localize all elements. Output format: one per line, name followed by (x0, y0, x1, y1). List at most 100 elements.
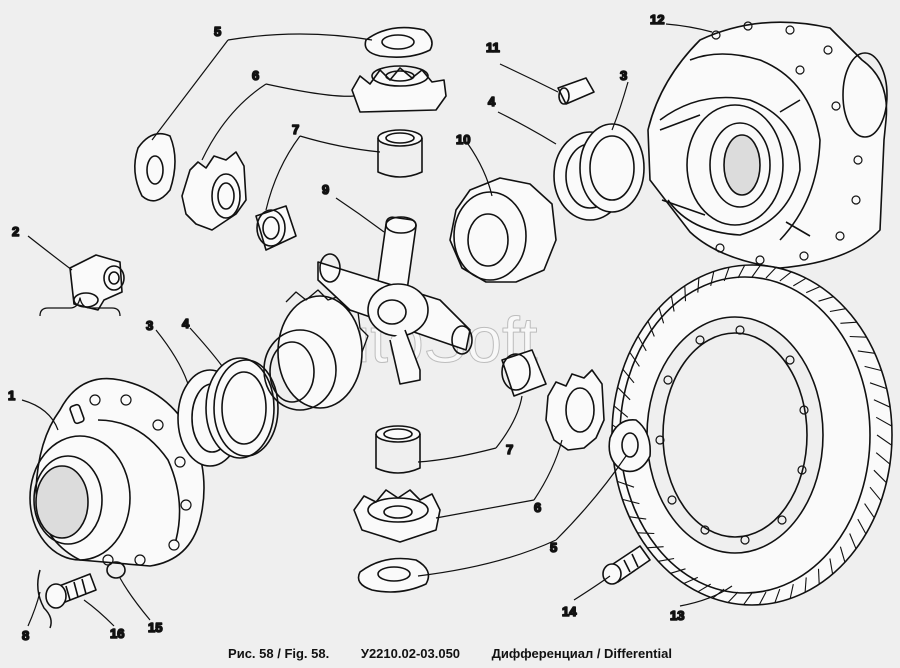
callout-16: 16 (110, 626, 124, 641)
gear-tooth (829, 558, 834, 575)
thrust-washer-left (205, 357, 279, 459)
gear-tooth (829, 308, 846, 313)
callout-13: 13 (670, 608, 684, 623)
gear-tooth (622, 368, 635, 384)
gear-tooth (647, 320, 655, 337)
callout-12: 12 (650, 12, 664, 27)
callout-3: 3 (146, 318, 153, 333)
gear-tooth (857, 518, 867, 535)
gear-tooth (737, 264, 746, 279)
callout-15: 15 (148, 620, 162, 635)
gear-tooth (617, 386, 631, 401)
thrust-washer-bottom (357, 557, 430, 593)
callout-5: 5 (550, 540, 557, 555)
callout-5: 5 (214, 24, 221, 39)
gear-tooth (697, 583, 711, 593)
callout-2: 2 (12, 224, 19, 239)
gear-tooth (818, 296, 834, 302)
gear-tooth (805, 285, 821, 294)
gear-tooth (849, 335, 867, 338)
callout-14: 14 (562, 604, 577, 619)
callout-1: 1 (8, 388, 15, 403)
gear-tooth (617, 480, 635, 488)
gear-tooth (727, 591, 739, 603)
gear-tooth (864, 503, 875, 519)
lock-wire (37, 569, 52, 629)
gear-tooth (658, 307, 665, 324)
side-gear-left (263, 289, 369, 411)
planet-gear-top (351, 65, 447, 113)
planet-gear-right (545, 369, 605, 451)
gear-tooth (629, 351, 640, 367)
gear-tooth (804, 577, 807, 593)
planet-gear-side (181, 151, 247, 231)
gear-tooth (723, 267, 730, 282)
gear-tooth (774, 588, 781, 603)
gear-tooth (875, 416, 893, 427)
gear-tooth (839, 546, 846, 563)
differential-case (29, 377, 205, 567)
callouts: 1 2 3 3 4 4 5 5 5 6 6 7 7 8 9 10 11 12 1… (7, 11, 685, 644)
gear-tooth (817, 568, 820, 585)
ring-gear-bolt (602, 545, 651, 585)
shim-washer-right (579, 123, 645, 213)
gear-tooth (637, 335, 647, 352)
gear-tooth (864, 365, 882, 372)
gear-tooth (875, 452, 891, 465)
callout-7: 7 (506, 442, 513, 457)
side-gear-right (449, 177, 557, 283)
callout-9: 9 (322, 182, 329, 197)
gear-tooth (629, 516, 647, 520)
callout-10: 10 (456, 132, 470, 147)
thrust-washer-right-lower (608, 419, 652, 473)
gear-tooth (658, 557, 675, 562)
gear-tooth (765, 267, 777, 279)
gear-tooth (779, 271, 792, 282)
callout-4: 4 (488, 94, 496, 109)
gear-tooth (873, 469, 887, 484)
callout-6: 6 (534, 500, 541, 515)
gear-tooth (758, 591, 767, 606)
spring-washer (106, 561, 126, 579)
gear-tooth (840, 321, 857, 324)
gear-tooth (849, 533, 857, 550)
callout-11: 11 (486, 40, 500, 55)
figure-number: Рис. 58 / Fig. 58. (228, 646, 330, 661)
figure-caption: Рис. 58 / Fig. 58. У2210.02-03.050 Диффе… (0, 646, 900, 661)
gear-tooth (869, 382, 887, 390)
gear-tooth (751, 264, 761, 278)
gear-tooth (637, 532, 655, 535)
gear-tooth (710, 271, 715, 287)
gear-tooth (876, 434, 893, 446)
elbow-fitting (69, 254, 125, 311)
callout-8: 8 (22, 628, 29, 643)
lock-pin (557, 77, 595, 105)
cross-spider (317, 216, 473, 385)
ring-gear (611, 264, 893, 606)
gear-tooth (613, 405, 629, 418)
gear-tooth (670, 568, 686, 574)
differential-housing (647, 21, 888, 269)
callout-4: 4 (182, 316, 190, 331)
thrust-washer-top (364, 26, 433, 58)
gear-tooth (869, 486, 882, 502)
gear-tooth (622, 498, 640, 505)
part-code: У2210.02-03.050 (360, 646, 461, 661)
gear-tooth (793, 277, 807, 287)
gear-tooth (647, 546, 664, 549)
bushing-middle (501, 349, 547, 397)
callout-3: 3 (620, 68, 627, 83)
figure-title: Дифференциал / Differential (491, 646, 672, 661)
thrust-washer-side (134, 132, 176, 202)
gear-tooth (670, 295, 675, 312)
bushing-bottom (375, 425, 421, 474)
leader-lines (21, 23, 733, 627)
bolt-left (45, 573, 97, 609)
gear-tooth (743, 592, 753, 606)
planet-gear-bottom (353, 489, 441, 543)
gear-tooth (697, 277, 700, 293)
callout-7: 7 (292, 122, 299, 137)
gear-tooth (683, 576, 699, 585)
bushing-side (255, 205, 297, 251)
